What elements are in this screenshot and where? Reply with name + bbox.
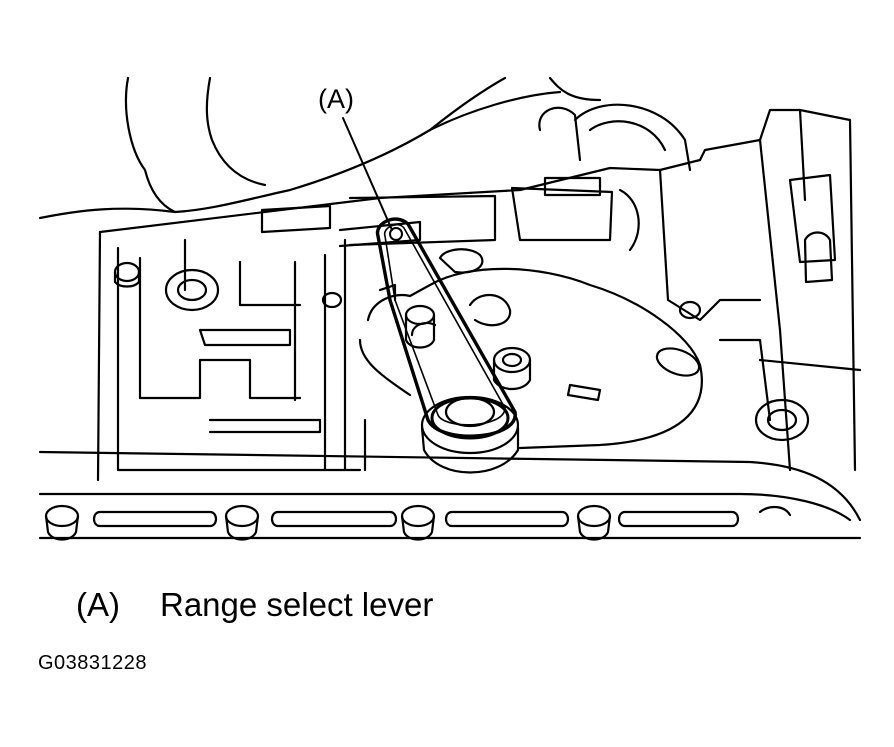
housing-outline	[96, 158, 702, 482]
legend: (A) Range select lever	[76, 586, 433, 624]
housing-right	[510, 103, 862, 472]
pan-bolts	[44, 504, 612, 541]
detent-plate	[358, 248, 703, 450]
oil-pan-rail	[38, 450, 862, 540]
callout-a-leader	[342, 117, 393, 231]
legend-label: Range select lever	[160, 586, 434, 623]
lever-hub	[420, 395, 520, 474]
legend-key: (A)	[76, 586, 120, 623]
figure-id: G03831228	[38, 652, 148, 674]
callout-a-label: (A)	[318, 84, 354, 114]
transmission-line-drawing: (A)	[38, 76, 862, 541]
shaft-pins	[404, 304, 532, 391]
hand-outline	[38, 76, 602, 220]
bolt-bosses	[113, 261, 810, 442]
